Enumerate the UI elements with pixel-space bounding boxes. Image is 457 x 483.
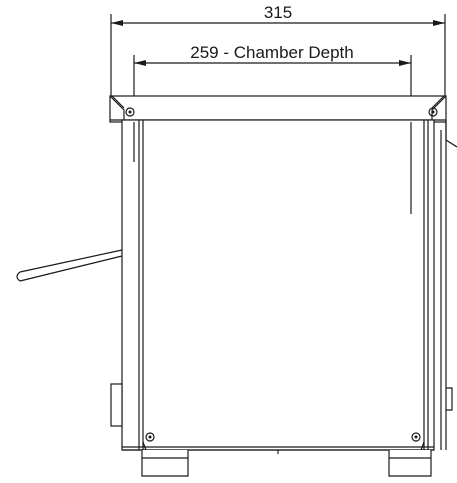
base-tab-right [420, 441, 425, 451]
arrow-right [399, 60, 411, 66]
screw-center [148, 435, 152, 439]
bracket-plate [110, 383, 123, 427]
screw-head-icon [428, 107, 438, 117]
foot-icon [141, 450, 189, 477]
arrow-left [111, 20, 123, 26]
screw-top-left [125, 107, 135, 117]
lid-outline [109, 95, 447, 123]
screw-center [431, 110, 435, 114]
screw-bottom-right [411, 432, 421, 442]
lid-chamfer-right [431, 95, 445, 109]
foot-icon [388, 450, 432, 477]
outer-panel [121, 119, 435, 451]
arrow-left [134, 60, 146, 66]
chamber-depth-dimension: 259 - Chamber Depth [133, 43, 412, 96]
right-cover-profile [445, 122, 457, 148]
handle-rod-tip [16, 271, 21, 282]
screw-bottom-left [145, 432, 155, 442]
arrow-right [433, 20, 445, 26]
screw-head-icon [145, 432, 155, 442]
lid-chamfer-left [111, 95, 125, 109]
screw-top-right [428, 107, 438, 117]
top-lid [109, 95, 447, 123]
base-tab-left [142, 441, 147, 451]
screw-head-icon [125, 107, 135, 117]
overall-width-dimension: 315 [110, 3, 446, 96]
lid-corner-right [431, 95, 447, 120]
lid-corner-left [109, 95, 125, 120]
foot-right [388, 450, 432, 477]
main-body [121, 119, 435, 454]
right-side-fittings [440, 120, 457, 450]
screw-center [128, 110, 132, 114]
right-connector [446, 387, 453, 411]
overall-width-label: 315 [264, 3, 292, 22]
screw-head-icon [411, 432, 421, 442]
screw-center [414, 435, 418, 439]
foot-left [141, 450, 189, 477]
handle-rod-icon [16, 249, 123, 282]
chamber-depth-label: 259 - Chamber Depth [190, 43, 353, 62]
left-bracket [110, 383, 123, 427]
